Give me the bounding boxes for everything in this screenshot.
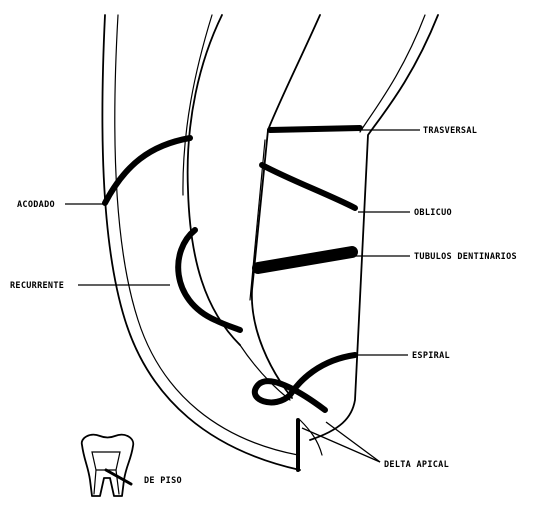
tubulos-band <box>258 252 352 268</box>
trasversal-canal <box>270 128 360 130</box>
small-tooth-pulp <box>92 452 120 470</box>
right-root-inner-wall <box>252 15 320 398</box>
label-tubulos-dentinarios: TUBULOS DENTINARIOS <box>414 252 517 262</box>
label-oblicuo: OBLICUO <box>414 208 452 218</box>
right-root-outer-wall-inner <box>360 15 425 132</box>
right-straight-root <box>250 15 438 440</box>
small-tooth-root-canal-right <box>116 470 119 494</box>
label-de-piso: DE PISO <box>144 476 182 486</box>
small-tooth-outline <box>82 435 134 496</box>
label-espiral: ESPIRAL <box>412 351 450 361</box>
oblicuo-canal <box>262 165 355 208</box>
floor-canal <box>106 470 131 484</box>
acodado-canal <box>105 138 190 203</box>
label-recurrente: RECURRENTE <box>10 281 64 291</box>
label-delta-apical: DELTA APICAL <box>384 460 449 470</box>
small-tooth-root-canal-left <box>94 470 96 494</box>
left-root-outer-wall-inner <box>115 15 298 455</box>
label-trasversal: TRASVERSAL <box>423 126 477 136</box>
recurrente-canal <box>178 230 240 330</box>
small-tooth-icon <box>82 435 134 496</box>
right-root-outer-wall <box>310 15 438 440</box>
left-root-inner-wall <box>188 15 240 345</box>
label-acodado: ACODADO <box>17 200 55 210</box>
